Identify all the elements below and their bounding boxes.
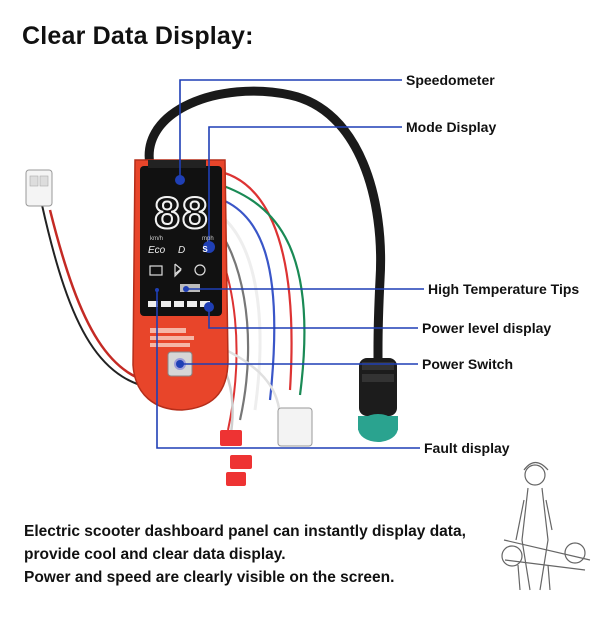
- mode-eco: Eco: [148, 245, 166, 256]
- description: Electric scooter dashboard panel can ins…: [24, 520, 504, 589]
- bluetooth-icon: [174, 263, 182, 278]
- speed-digits: 88: [153, 190, 208, 242]
- callout-fault-display: Fault display: [424, 440, 510, 456]
- callout-power-level: Power level display: [422, 320, 552, 336]
- display-screen: [140, 166, 222, 316]
- callout-high-temperature: High Temperature Tips: [428, 281, 580, 297]
- person-scooter-illustration: [501, 461, 591, 591]
- mode-s: S: [202, 245, 208, 254]
- headlight-icon: [149, 265, 163, 276]
- description-line: Power and speed are clearly visible on t…: [24, 569, 395, 586]
- callout-power-switch: Power Switch: [422, 356, 514, 372]
- temperature-icon: [194, 264, 206, 276]
- round-connector-body: [359, 358, 397, 416]
- white-connector-bottom: [277, 407, 313, 447]
- mph-unit: mph: [202, 236, 214, 242]
- page-title: Clear Data Display:: [22, 22, 254, 50]
- kmh-unit: km/h: [150, 236, 163, 242]
- callout-mode-display: Mode Display: [406, 119, 497, 135]
- red-terminal: [220, 430, 242, 446]
- description-line: Electric scooter dashboard panel can ins…: [24, 523, 466, 540]
- description-line: provide cool and clear data display.: [24, 546, 286, 563]
- mode-d: D: [178, 245, 185, 256]
- main-cable: [144, 86, 386, 355]
- callout-speedometer: Speedometer: [406, 72, 495, 88]
- white-connector-left: [25, 169, 53, 207]
